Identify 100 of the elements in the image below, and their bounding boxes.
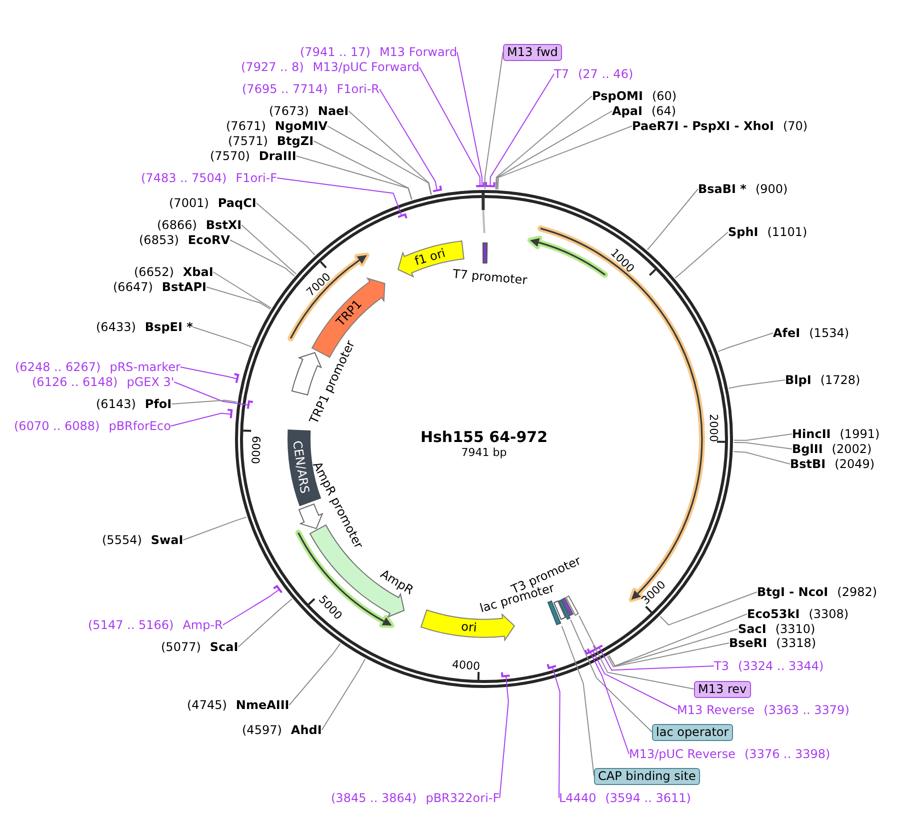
restriction-site-label: (4597) AhdI <box>242 722 322 738</box>
leader-line <box>592 650 678 710</box>
feature-bar <box>558 598 571 620</box>
primer-label: T7 (27 .. 46) <box>554 66 634 82</box>
feature-bar <box>482 242 488 264</box>
leader-line <box>222 588 280 626</box>
feature-tag: lac operator <box>652 724 733 740</box>
restriction-site-label: HincII (1991) <box>792 426 880 442</box>
leader-line <box>733 442 792 450</box>
leader-line <box>170 412 232 426</box>
leader-line <box>561 626 594 776</box>
leader-line <box>313 140 412 200</box>
leader-line <box>171 400 238 404</box>
leader-line <box>180 366 238 380</box>
leader-line <box>296 156 412 200</box>
leader-line <box>490 74 554 187</box>
primer-label: (6248 .. 6267) pRS-marker <box>15 360 180 374</box>
leader-line <box>276 178 402 216</box>
primer-label: (6126 .. 6148) pGEX 3' <box>32 374 174 390</box>
leader-line <box>608 628 738 667</box>
restriction-site-label: BglII (2002) <box>792 442 872 456</box>
leader-line <box>608 614 748 667</box>
leader-line <box>646 188 698 250</box>
leader-line <box>718 332 774 352</box>
leader-line <box>598 646 714 671</box>
leader-line <box>497 126 632 190</box>
feature-tag: M13 rev <box>694 680 751 698</box>
leader-line <box>256 202 316 256</box>
primer-label: (7927 .. 8) M13/pUC Forward <box>241 60 420 74</box>
leader-line <box>674 232 728 278</box>
map-title: Hsh155 64-972 <box>420 430 548 444</box>
leader-line <box>288 643 341 706</box>
feature-bar <box>561 596 574 616</box>
restriction-site-label: Eco53kI (3308) <box>747 606 849 622</box>
primer-label: L4440 (3594 .. 3611) <box>559 790 691 806</box>
leader-line <box>734 434 792 441</box>
scale-label: 4000 <box>451 658 480 674</box>
restriction-site-label: (6143) PfoI <box>96 396 172 412</box>
leader-line <box>607 642 730 668</box>
leader-line <box>418 66 481 187</box>
leader-line <box>590 652 630 754</box>
leader-line <box>321 658 366 730</box>
feature-label: T7 promoter <box>452 266 528 288</box>
restriction-site-label: (7001) PaqCI <box>169 196 256 210</box>
feature-tag: M13 fwd <box>503 44 562 60</box>
primer-label: (7941 .. 17) M13 Forward <box>300 44 458 60</box>
scale-label: 2000 <box>706 414 720 442</box>
primer-label: M13/pUC Reverse (3376 .. 3398) <box>629 746 830 762</box>
feature-label: ori <box>460 620 478 635</box>
leader-line <box>174 382 249 406</box>
restriction-site-label: (7571) BtgZI <box>228 134 314 148</box>
restriction-site-label: (5554) SwaI <box>102 532 184 548</box>
scale-label: 6000 <box>248 436 263 464</box>
leader-line <box>326 126 432 196</box>
restriction-site-label: (7671) NgoMIV <box>226 118 328 134</box>
primer-label: (3845 .. 3864) pBR322ori-F <box>331 790 500 806</box>
primer-label: (7695 .. 7714) F1ori-R <box>242 82 380 96</box>
restriction-site-label: (6652) XbaI <box>134 264 214 280</box>
leader-line <box>495 96 592 190</box>
feature-label: CEN/ARS <box>290 440 312 494</box>
leader-line <box>212 272 272 308</box>
leader-line <box>348 110 432 196</box>
restriction-site-label: (5077) ScaI <box>161 640 238 654</box>
leader-line <box>496 110 612 190</box>
leader-line <box>182 516 247 540</box>
leader-line <box>192 326 252 348</box>
primer-label: (6070 .. 6088) pBRforEco <box>14 418 171 434</box>
leader-line <box>733 451 790 464</box>
leader-line <box>484 52 504 190</box>
restriction-site-label: (7570) DraIII <box>210 148 296 164</box>
restriction-site-label: BsaBI * (900) <box>698 182 788 196</box>
feature-tag: CAP binding site <box>594 768 700 784</box>
feature-bar <box>552 600 566 620</box>
feature-label: f1 ori <box>413 246 448 268</box>
leader-line <box>578 615 694 690</box>
leader-line <box>660 592 758 626</box>
restriction-site-label: (6647) BstAPI <box>113 280 206 294</box>
leader-line <box>456 52 482 186</box>
restriction-site-label: ApaI (64) <box>612 104 676 118</box>
restriction-site-label: SphI (1101) <box>728 224 808 240</box>
restriction-site-label: (6433) BspEI * <box>96 320 193 334</box>
restriction-site-label: BlpI (1728) <box>785 372 860 388</box>
restriction-site-label: BtgI - NcoI (2982) <box>757 584 878 600</box>
primer-label: M13 Reverse (3363 .. 3379) <box>677 702 850 718</box>
restriction-site-label: BstBI (2049) <box>790 456 875 472</box>
leader-line <box>238 598 292 648</box>
leader-line <box>230 240 295 276</box>
restriction-site-label: (6853) EcoRV <box>139 232 230 248</box>
leader-line <box>241 224 297 274</box>
restriction-site-label: BseRI (3318) <box>729 636 816 650</box>
restriction-site-label: SacI (3310) <box>738 622 816 636</box>
primer-label: (5147 .. 5166) Amp-R <box>88 618 223 632</box>
feature-bar <box>564 594 580 616</box>
leader-line <box>379 88 438 191</box>
restriction-site-label: PspOMI (60) <box>592 88 677 104</box>
leader-line <box>206 286 271 310</box>
restriction-site-label: (4745) NmeAIII <box>187 698 290 712</box>
leader-line <box>499 675 509 798</box>
leader-line <box>570 619 652 732</box>
restriction-site-label: AfeI (1534) <box>773 326 850 340</box>
